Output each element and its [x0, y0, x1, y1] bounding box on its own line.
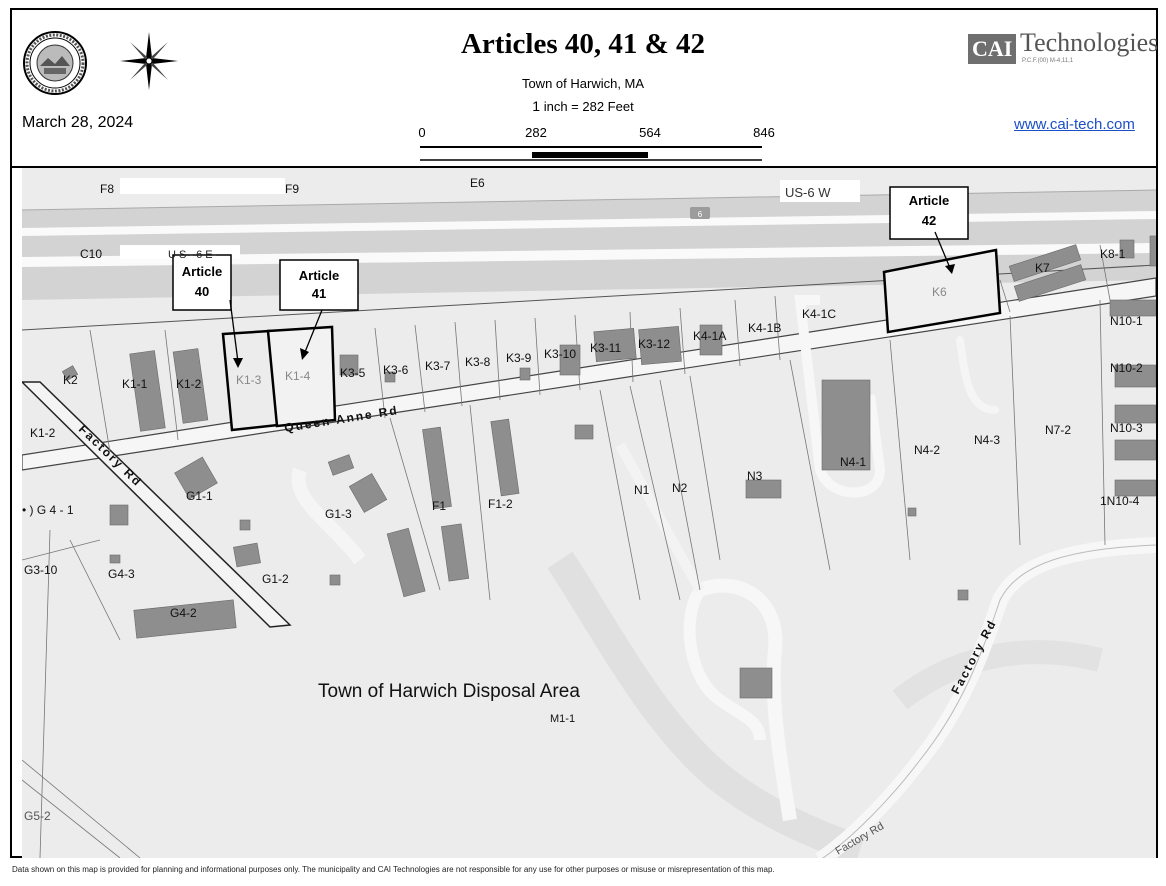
parcel-N4-2: N4-2: [914, 443, 940, 457]
scale-label-0: 0: [418, 125, 426, 140]
scale-bar: 0 282 564 846: [410, 125, 780, 165]
parcel-K7: K7: [1035, 261, 1050, 275]
parcel-F8: F8: [100, 182, 114, 196]
parcel-G1-3: G1-3: [325, 507, 352, 521]
map-header: [10, 8, 1158, 168]
article-42-callout[interactable]: Article 42: [889, 186, 969, 274]
parcel-labels: F8 F9 E6 C10 K2 K1-1 K1-2 K1-3 K1-4 K3-5…: [22, 176, 1143, 823]
article-41-line2: 41: [312, 286, 326, 301]
parcel-K2: K2: [63, 373, 78, 387]
parcel-K6: K6: [932, 285, 947, 299]
scale-label-1: 282: [525, 125, 547, 140]
parcel-N10-1: N10-1: [1110, 314, 1143, 328]
parcel-F9: F9: [285, 182, 299, 196]
us6w-label: US-6 W: [785, 185, 831, 200]
parcel-N3: N3: [747, 469, 763, 483]
parcel-N4-1: N4-1: [840, 455, 866, 469]
parcel-K4-1C: K4-1C: [802, 307, 836, 321]
parcel-K3-5: K3-5: [340, 366, 366, 380]
parcel-N4-3: N4-3: [974, 433, 1000, 447]
parcel-K1-3: K1-3: [236, 373, 262, 387]
logo-caption: P.C.F.(00) M-4,11,1: [1022, 58, 1074, 64]
parcel-G4-2: G4-2: [170, 606, 197, 620]
article-42-line2: 42: [922, 213, 936, 228]
map-canvas[interactable]: 6: [22, 168, 1156, 858]
parcel-G3-10: G3-10: [24, 563, 58, 577]
article-41-callout[interactable]: Article 41: [279, 259, 359, 360]
parcel-K3-7: K3-7: [425, 359, 451, 373]
map-area[interactable]: 6: [22, 168, 1156, 858]
article-40-line2: 40: [195, 284, 209, 299]
parcel-N1: N1: [634, 483, 650, 497]
parcel-K3-8: K3-8: [465, 355, 491, 369]
cai-logo: CAI Technologies P.C.F.(00) M-4,11,1: [968, 28, 1158, 78]
parcel-C10: C10: [80, 247, 102, 261]
parcel-G5-2: G5-2: [24, 809, 51, 823]
parcel-G4-3: G4-3: [108, 567, 135, 581]
scale-prefix: 1: [532, 98, 541, 114]
scale-label-3: 846: [753, 125, 775, 140]
article-42-line1: Article: [909, 193, 949, 208]
parcel-K1-2b: K1-2: [30, 426, 56, 440]
factory-rd-left[interactable]: [22, 381, 292, 628]
parcel-k1-4-outline[interactable]: [266, 325, 337, 428]
parcel-G1-1: G1-1: [186, 489, 213, 503]
parcel-K3-12: K3-12: [638, 337, 670, 351]
parcel-N10-4: 1N10-4: [1100, 494, 1140, 508]
parcel-K4-1A: K4-1A: [693, 329, 726, 343]
logo-cai: CAI: [968, 34, 1017, 64]
scale-bar-graphic: [420, 146, 762, 161]
route-shield-icon: [690, 207, 710, 219]
parcel-E6: E6: [470, 176, 485, 190]
scale-text: 1 inch = 282 Feet: [0, 98, 1166, 114]
parcel-lines: [22, 244, 1111, 858]
disclaimer-text: Data shown on this map is provided for p…: [12, 865, 775, 874]
parcel-K4-1B: K4-1B: [748, 321, 781, 335]
parcel-F1: F1: [432, 499, 446, 513]
compass-rose-icon: [120, 32, 178, 90]
parcel-K3-6: K3-6: [383, 363, 409, 377]
parcel-K1-1: K1-1: [122, 377, 148, 391]
logo-technologies: Technologies: [1020, 28, 1159, 57]
parcel-N10-2: N10-2: [1110, 361, 1143, 375]
parcel-N10-3: N10-3: [1110, 421, 1143, 435]
route-shield-label: 6: [698, 210, 703, 219]
article-40-line1: Article: [182, 264, 222, 279]
parcel-G4-1: • ) G 4 - 1: [22, 503, 74, 517]
disposal-area-label: Town of Harwich Disposal Area: [318, 681, 580, 702]
scale-unit: inch = 282 Feet: [543, 99, 634, 114]
parcel-K1-2: K1-2: [176, 377, 202, 391]
map-date: March 28, 2024: [22, 114, 134, 131]
parcel-N2: N2: [672, 481, 688, 495]
buildings: [61, 235, 1156, 699]
parcel-N7-2: N7-2: [1045, 423, 1071, 437]
map-subtitle: Town of Harwich, MA: [521, 76, 645, 91]
parcel-G1-2: G1-2: [262, 572, 289, 586]
page-title: Articles 40, 41 & 42: [460, 28, 706, 60]
article-41-line1: Article: [299, 268, 339, 283]
parcel-k6-outline[interactable]: [882, 248, 1002, 334]
scale-label-2: 564: [639, 125, 661, 140]
us6e-label: U S - 6 E-: [168, 249, 217, 261]
parcel-K3-11: K3-11: [590, 341, 621, 355]
website-link[interactable]: www.cai-tech.com: [1014, 116, 1135, 133]
article-40-callout[interactable]: Article 40: [172, 254, 243, 368]
parcel-K3-10: K3-10: [544, 347, 576, 361]
parcel-K1-4: K1-4: [285, 369, 311, 383]
parcel-M1-1: M1-1: [550, 713, 575, 725]
parcel-F1-2: F1-2: [488, 497, 513, 511]
parcel-K3-9: K3-9: [506, 351, 532, 365]
town-seal-icon: [23, 31, 87, 95]
parcel-K8-1: K8-1: [1100, 247, 1126, 261]
